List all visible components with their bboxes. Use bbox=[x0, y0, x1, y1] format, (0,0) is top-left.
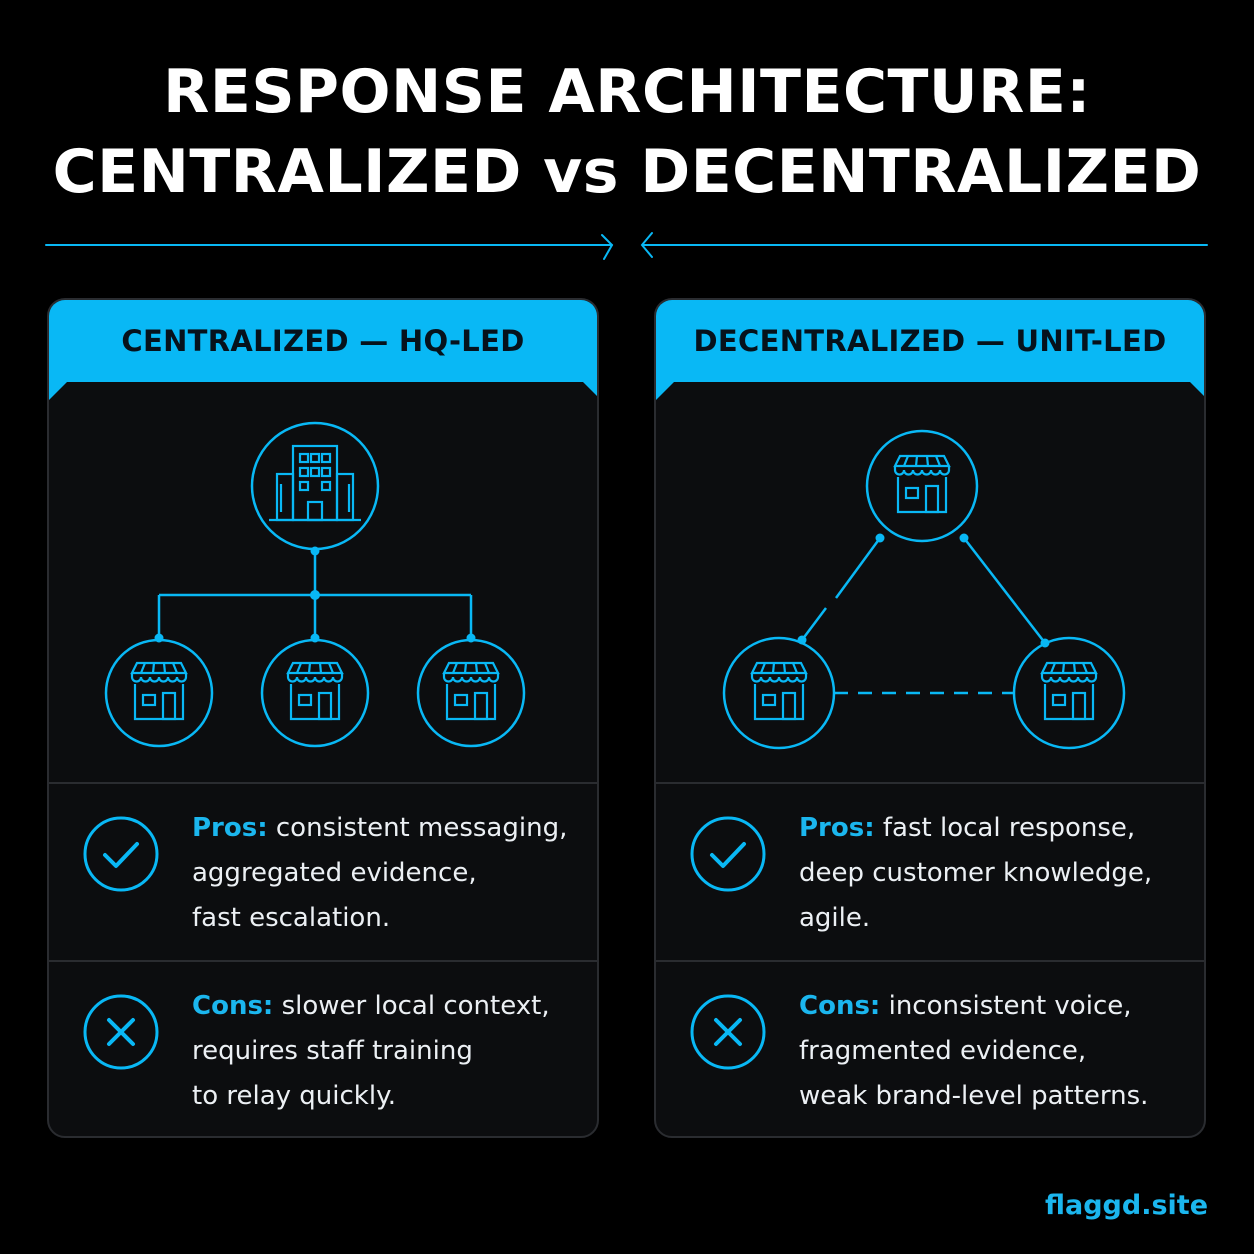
cons-line-1: inconsistent voice, bbox=[888, 991, 1132, 1021]
store-node-top bbox=[865, 429, 979, 543]
store-node-right bbox=[1012, 636, 1126, 750]
store-node-left bbox=[104, 638, 214, 748]
header-banner bbox=[49, 300, 597, 400]
cons-line-3: to relay quickly. bbox=[192, 1081, 397, 1111]
cons-line-1: slower local context, bbox=[281, 991, 550, 1021]
pros-line-1: fast local response, bbox=[882, 813, 1136, 843]
header-banner bbox=[656, 300, 1204, 400]
panel-separator bbox=[656, 782, 1204, 784]
cons-row: Cons: slower local context, requires sta… bbox=[49, 962, 597, 1136]
pros-label: Pros: bbox=[192, 813, 268, 843]
store-node-middle bbox=[260, 638, 370, 748]
pros-row: Pros: fast local response, deep customer… bbox=[656, 784, 1204, 960]
footer-site-link[interactable]: flaggd.site bbox=[1044, 1190, 1208, 1221]
pros-line-3: fast escalation. bbox=[192, 903, 391, 933]
cons-text: Cons: inconsistent voice, fragmented evi… bbox=[799, 984, 1199, 1119]
pros-row: Pros: consistent messaging, aggregated e… bbox=[49, 784, 597, 960]
storefront-icon bbox=[750, 661, 808, 721]
checkmark-circle-icon bbox=[690, 816, 766, 892]
title-divider bbox=[45, 232, 1208, 260]
link-top-left bbox=[834, 537, 882, 599]
hq-node bbox=[250, 421, 380, 551]
link-top-left-dash bbox=[801, 607, 827, 641]
cons-label: Cons: bbox=[799, 991, 881, 1021]
storefront-icon bbox=[442, 661, 500, 721]
panel-header-decentralized: DECENTRALIZED — UNIT-LED bbox=[656, 300, 1204, 400]
panel-separator bbox=[656, 960, 1204, 962]
panel-centralized: CENTRALIZED — HQ-LED bbox=[47, 298, 599, 1138]
panel-header-centralized: CENTRALIZED — HQ-LED bbox=[49, 300, 597, 400]
panel-header-label: CENTRALIZED — HQ-LED bbox=[121, 324, 525, 358]
panel-separator bbox=[49, 960, 597, 962]
pros-text: Pros: fast local response, deep customer… bbox=[799, 806, 1199, 941]
x-circle-icon bbox=[83, 994, 159, 1070]
arrow-left-icon bbox=[640, 232, 653, 258]
network-diagram bbox=[722, 429, 1126, 750]
link-dot bbox=[959, 533, 969, 543]
cons-label: Cons: bbox=[192, 991, 274, 1021]
panel-separator bbox=[49, 782, 597, 784]
title-line-1: RESPONSE ARCHITECTURE: bbox=[163, 57, 1091, 127]
office-building-icon bbox=[269, 444, 361, 522]
cons-row: Cons: inconsistent voice, fragmented evi… bbox=[656, 962, 1204, 1136]
hierarchy-diagram bbox=[104, 421, 526, 748]
panel-header-label: DECENTRALIZED — UNIT-LED bbox=[693, 324, 1167, 358]
cons-line-2: fragmented evidence, bbox=[799, 1036, 1087, 1066]
store-node-right bbox=[416, 638, 526, 748]
x-circle-icon bbox=[690, 994, 766, 1070]
link-dot bbox=[875, 533, 885, 543]
storefront-icon bbox=[130, 661, 188, 721]
pros-line-2: deep customer knowledge, bbox=[799, 858, 1153, 888]
cons-line-2: requires staff training bbox=[192, 1036, 473, 1066]
panel-decentralized: DECENTRALIZED — UNIT-LED bbox=[654, 298, 1206, 1138]
pros-line-3: agile. bbox=[799, 903, 871, 933]
pros-line-2: aggregated evidence, bbox=[192, 858, 477, 888]
checkmark-circle-icon bbox=[83, 816, 159, 892]
cons-line-3: weak brand-level patterns. bbox=[799, 1081, 1149, 1111]
arrow-right-icon bbox=[601, 234, 614, 260]
store-node-left bbox=[722, 636, 836, 750]
title-line-2: CENTRALIZED vs DECENTRALIZED bbox=[52, 137, 1202, 207]
pros-line-1: consistent messaging, bbox=[275, 813, 568, 843]
pros-label: Pros: bbox=[799, 813, 875, 843]
page-title: RESPONSE ARCHITECTURE: CENTRALIZED vs DE… bbox=[0, 52, 1254, 212]
storefront-icon bbox=[893, 454, 951, 514]
link-top-right bbox=[963, 537, 1046, 644]
pros-text: Pros: consistent messaging, aggregated e… bbox=[192, 806, 592, 941]
connector-dot bbox=[310, 590, 320, 600]
storefront-icon bbox=[286, 661, 344, 721]
storefront-icon bbox=[1040, 661, 1098, 721]
cons-text: Cons: slower local context, requires sta… bbox=[192, 984, 592, 1119]
